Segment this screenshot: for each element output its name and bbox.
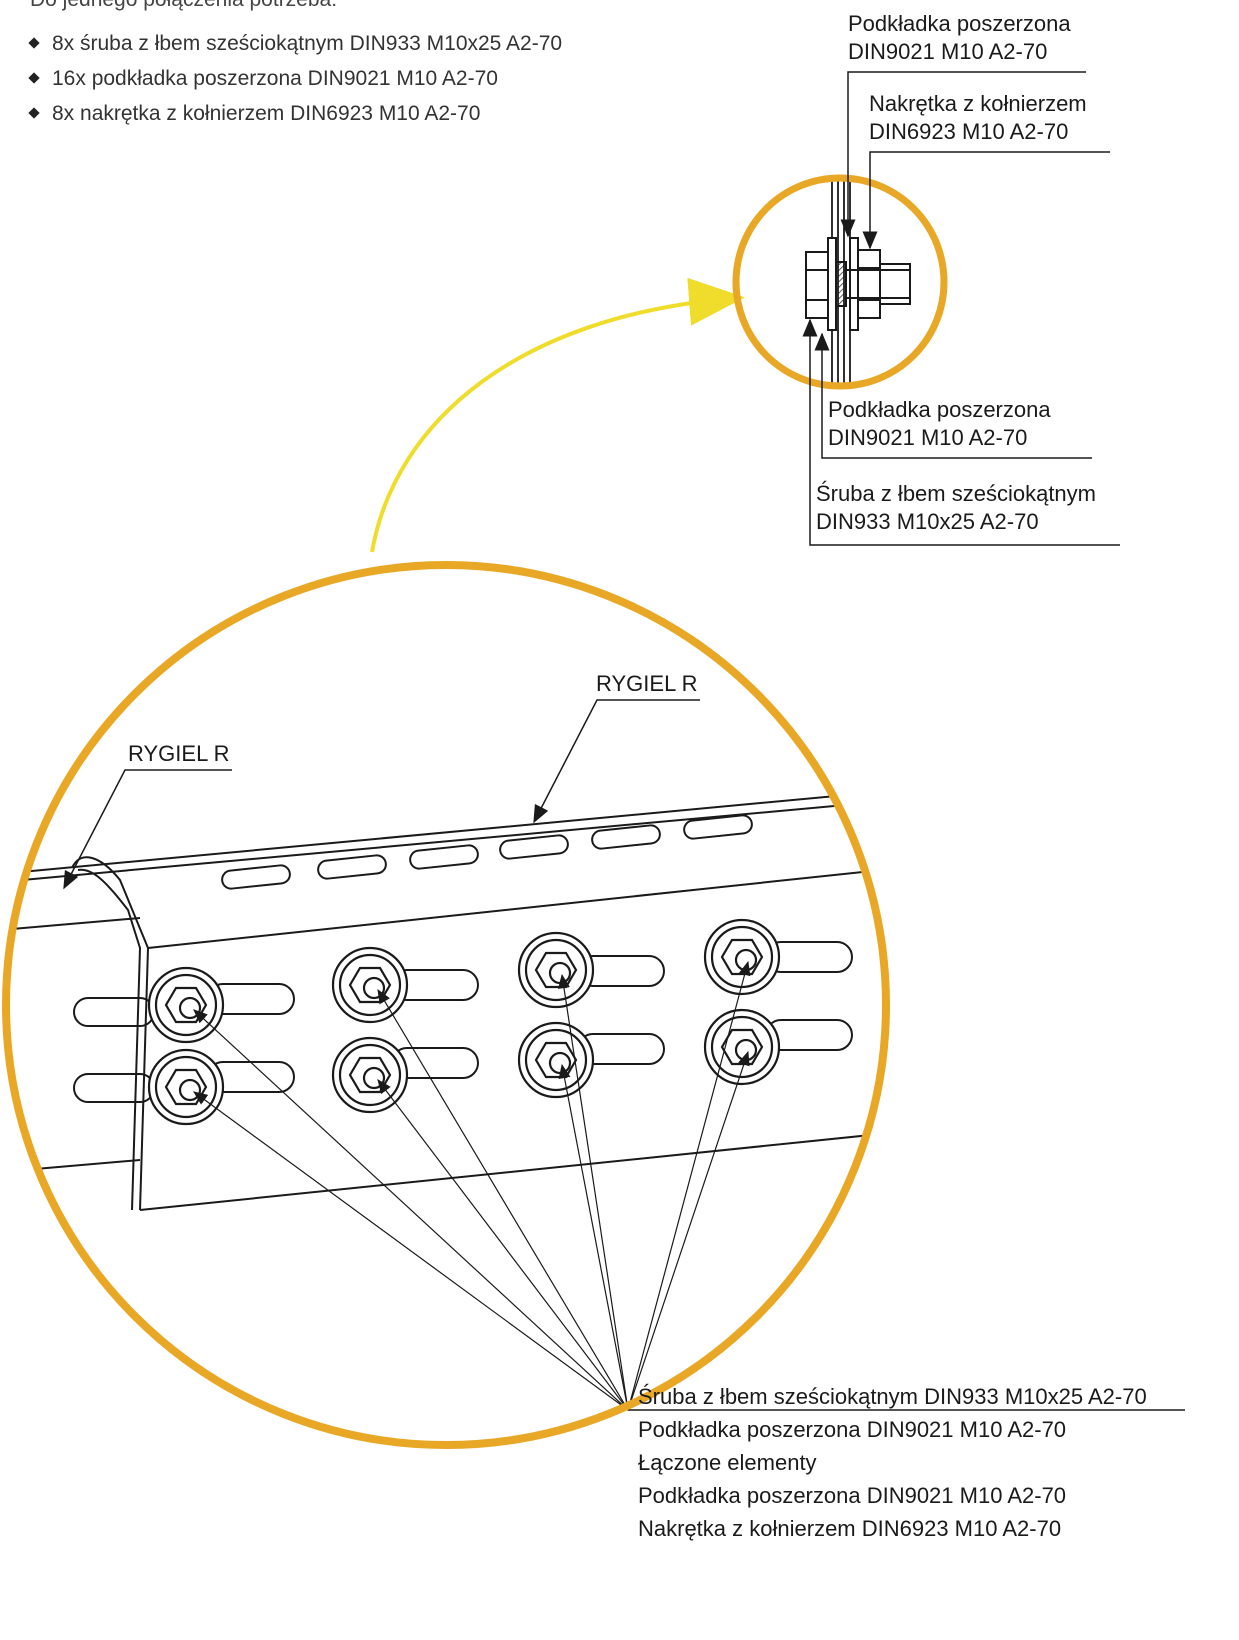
leader-washer-top bbox=[840, 71, 1086, 238]
fastener-stack-legend: Śruba z łbem sześciokątnym DIN933 M10x25… bbox=[638, 1384, 1147, 1541]
beam-drawing bbox=[6, 789, 886, 1211]
parts-list: 8x śruba z łbem sześciokątnym DIN933 M10… bbox=[28, 26, 562, 131]
beam-label-right: RYGIEL R bbox=[596, 671, 698, 696]
leader-washer-bottom bbox=[814, 332, 1092, 459]
bolt bbox=[517, 931, 595, 1009]
bolt bbox=[147, 1048, 225, 1126]
parts-list-item: 16x podkładka poszerzona DIN9021 M10 A2-… bbox=[28, 61, 562, 96]
callout-washer-bottom: Podkładka poszerzona DIN9021 M10 A2-70 bbox=[828, 397, 1051, 450]
bolt bbox=[517, 1021, 595, 1099]
bolt-group bbox=[147, 918, 781, 1126]
beam-label-left: RYGIEL R bbox=[128, 741, 230, 766]
main-detail-circle bbox=[2, 561, 890, 1449]
leader-beam-right bbox=[533, 699, 700, 824]
parts-list-item: 8x śruba z łbem sześciokątnym DIN933 M10… bbox=[28, 26, 562, 61]
section-detail-circle bbox=[732, 174, 948, 390]
top-slots bbox=[221, 814, 753, 890]
bolt bbox=[331, 946, 409, 1024]
leader-bolt bbox=[802, 318, 1120, 546]
leader-beam-left bbox=[63, 769, 232, 890]
detail-connector-arrow bbox=[370, 277, 745, 553]
callout-washer-top: Podkładka poszerzona DIN9021 M10 A2-70 bbox=[848, 11, 1071, 64]
callout-bolt: Śruba z łbem sześciokątnym DIN933 M10x25… bbox=[816, 481, 1096, 534]
bolt bbox=[703, 1008, 781, 1086]
bolt bbox=[703, 918, 781, 996]
parts-intro: Do jednego połączenia potrzeba: bbox=[30, 0, 337, 12]
callout-nut: Nakrętka z kołnierzem DIN6923 M10 A2-70 bbox=[869, 91, 1087, 144]
section-bolt-stack bbox=[805, 237, 911, 331]
parts-list-item: 8x nakrętka z kołnierzem DIN6923 M10 A2-… bbox=[28, 96, 562, 131]
fan-leaders bbox=[193, 960, 751, 1411]
bolt bbox=[331, 1036, 409, 1114]
leader-nut bbox=[862, 151, 1110, 250]
bolt bbox=[147, 966, 225, 1044]
